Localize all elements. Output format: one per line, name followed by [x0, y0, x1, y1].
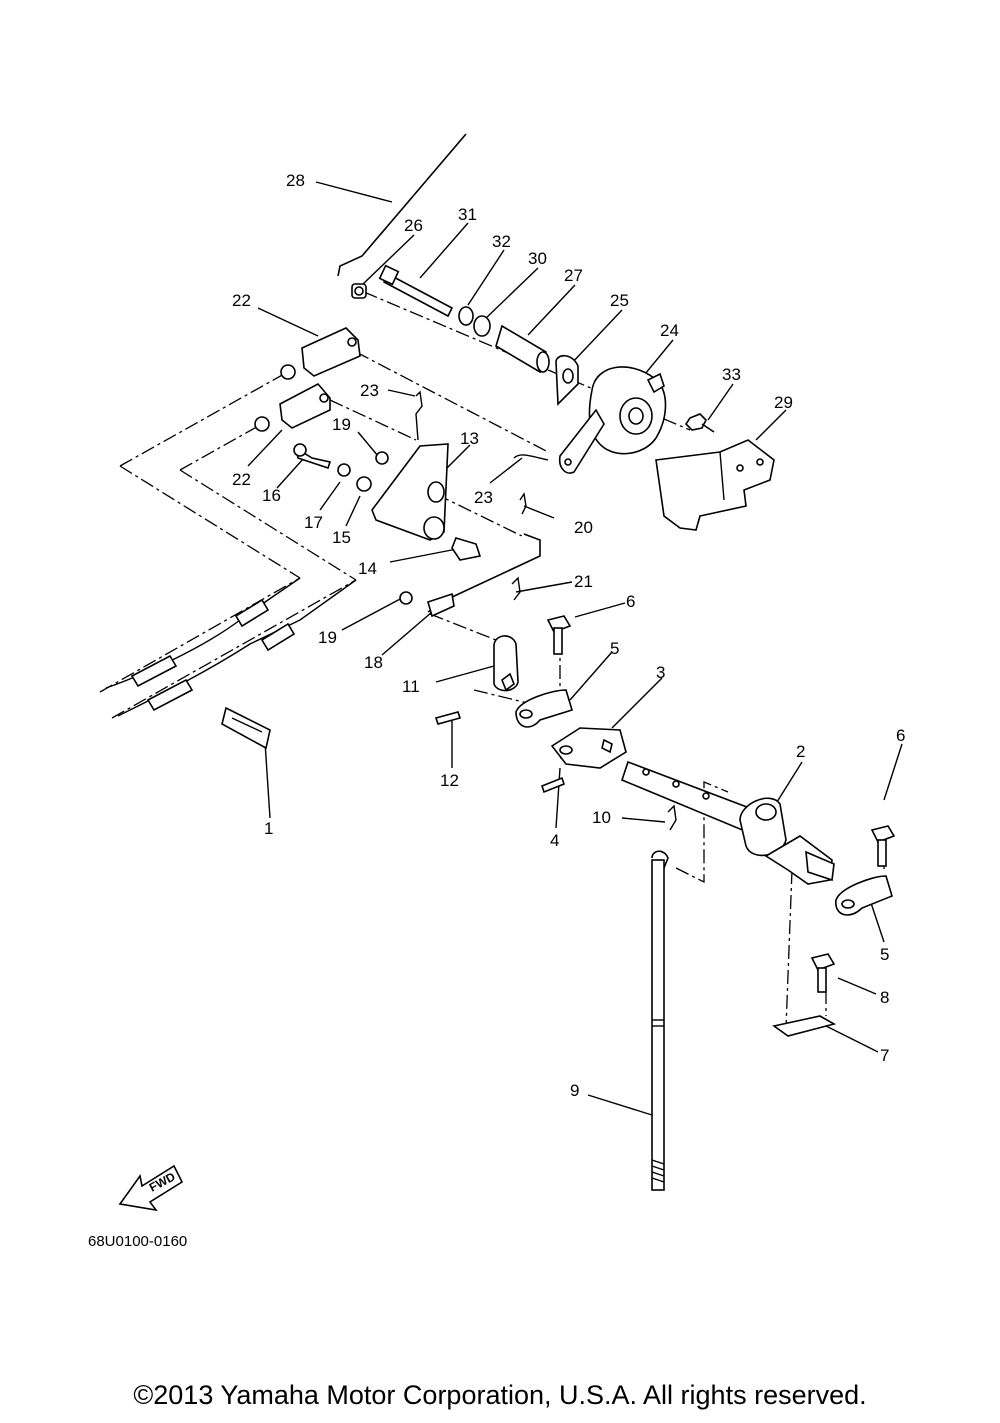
callout-label: 26: [404, 216, 423, 235]
plate-7: [772, 1015, 837, 1037]
callout-label: 31: [458, 205, 477, 224]
pivot-assembly: [351, 264, 579, 406]
callout-label: 32: [492, 232, 511, 251]
callout-label: 10: [592, 808, 611, 827]
shaft-2: [621, 760, 835, 885]
cables: [105, 577, 357, 750]
callout-label: 21: [574, 572, 593, 591]
callout-label: 16: [262, 486, 281, 505]
callout-label: 12: [440, 771, 459, 790]
bolts-6: [546, 615, 896, 993]
callout-label: 5: [610, 639, 619, 658]
callout-label: 3: [656, 663, 665, 682]
rod-9: [651, 804, 677, 1191]
drum-24: [558, 366, 667, 474]
rod-28: [337, 133, 467, 277]
cable-ends-22: [254, 327, 361, 432]
drawing-code: 68U0100-0160: [88, 1233, 187, 1250]
callout-label: 22: [232, 291, 251, 310]
callout-label: 7: [880, 1046, 889, 1065]
callout-label: 25: [610, 291, 629, 310]
alignment-lines: [99, 291, 885, 1029]
callout-label: 14: [358, 559, 377, 578]
lever-11: [434, 635, 519, 725]
link-rod: [415, 390, 549, 618]
callout-label: 19: [318, 628, 337, 647]
bracket-3: [541, 727, 627, 794]
fwd-arrow-icon: FWD: [118, 1164, 184, 1212]
callout-label: 8: [880, 988, 889, 1007]
clamps-5: [515, 689, 893, 916]
callout-label: 17: [304, 513, 323, 532]
callout-label: 23: [474, 488, 493, 507]
callout-label: 6: [626, 592, 635, 611]
leader-lines: [247, 181, 903, 1116]
callout-label: 23: [360, 381, 379, 400]
callout-label: 20: [574, 518, 593, 537]
callout-numbers: 28 26 31 32 30 27 25 24 33 29 22 23 19 1…: [232, 171, 905, 1100]
callout-label: 29: [774, 393, 793, 412]
callout-label: 9: [570, 1081, 579, 1100]
callout-label: 33: [722, 365, 741, 384]
bracket-29: [655, 413, 775, 531]
copyright-notice: ©2013 Yamaha Motor Corporation, U.S.A. A…: [133, 1380, 867, 1410]
callout-label: 1: [264, 819, 273, 838]
callout-label: 22: [232, 470, 251, 489]
callout-label: 30: [528, 249, 547, 268]
callout-label: 19: [332, 415, 351, 434]
lever-13: [293, 443, 482, 605]
callout-label: 15: [332, 528, 351, 547]
callout-label: 6: [896, 726, 905, 745]
callout-label: 18: [364, 653, 383, 672]
callout-label: 24: [660, 321, 679, 340]
callout-label: 28: [286, 171, 305, 190]
callout-label: 5: [880, 945, 889, 964]
callout-label: 13: [460, 429, 479, 448]
callout-label: 27: [564, 266, 583, 285]
callout-label: 2: [796, 742, 805, 761]
callout-label: 4: [550, 831, 559, 850]
callout-label: 11: [402, 677, 420, 696]
